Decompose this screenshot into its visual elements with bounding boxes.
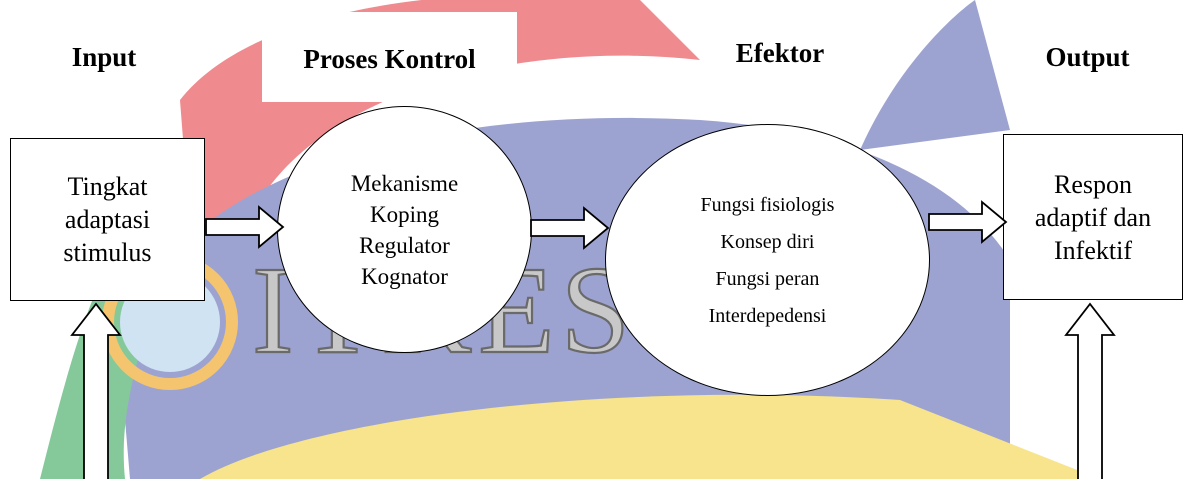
output-box: Respon adaptif dan Infektif <box>1003 134 1183 300</box>
effector-line-1: Fungsi fisiologis <box>700 193 835 216</box>
header-effector-label: Efektor <box>735 38 825 68</box>
arrow-effector-to-output <box>928 200 1008 244</box>
process-line-2: Koping <box>370 201 439 227</box>
effector-line-2: Konsep diri <box>720 230 815 253</box>
output-line-2: adaptif dan <box>1034 202 1152 232</box>
process-line-4: Kognator <box>361 263 448 289</box>
input-line-2: adaptasi <box>64 205 151 234</box>
watermark-blue-drop <box>860 0 1010 150</box>
effector-line-3: Fungsi peran <box>715 267 820 290</box>
process-line-3: Regulator <box>359 232 450 258</box>
effector-line-4: Interdepedensi <box>708 304 827 327</box>
arrow-output-up <box>1064 302 1116 479</box>
process-circle: Mekanisme Koping Regulator Kognator <box>277 106 532 353</box>
effector-circle: Fungsi fisiologis Konsep diri Fungsi per… <box>605 124 930 396</box>
arrow-feedback-to-input <box>70 302 122 479</box>
header-process: Proses Kontrol <box>262 12 517 102</box>
process-line-1: Mekanisme <box>350 170 459 196</box>
watermark-yellow-band <box>200 394 1100 479</box>
header-output: Output <box>1035 42 1140 78</box>
arrow-process-to-effector <box>530 206 610 250</box>
input-line-3: stimulus <box>63 238 152 267</box>
header-process-label: Proses Kontrol <box>303 44 476 74</box>
arrow-input-to-process <box>205 205 285 249</box>
input-box: Tingkat adaptasi stimulus <box>10 138 205 301</box>
output-line-3: Infektif <box>1054 235 1132 265</box>
header-effector: Efektor <box>725 38 835 74</box>
header-input: Input <box>64 42 144 78</box>
header-input-label: Input <box>71 42 137 72</box>
input-line-1: Tingkat <box>67 172 148 201</box>
output-line-1: Respon <box>1054 169 1132 199</box>
header-output-label: Output <box>1045 42 1130 72</box>
